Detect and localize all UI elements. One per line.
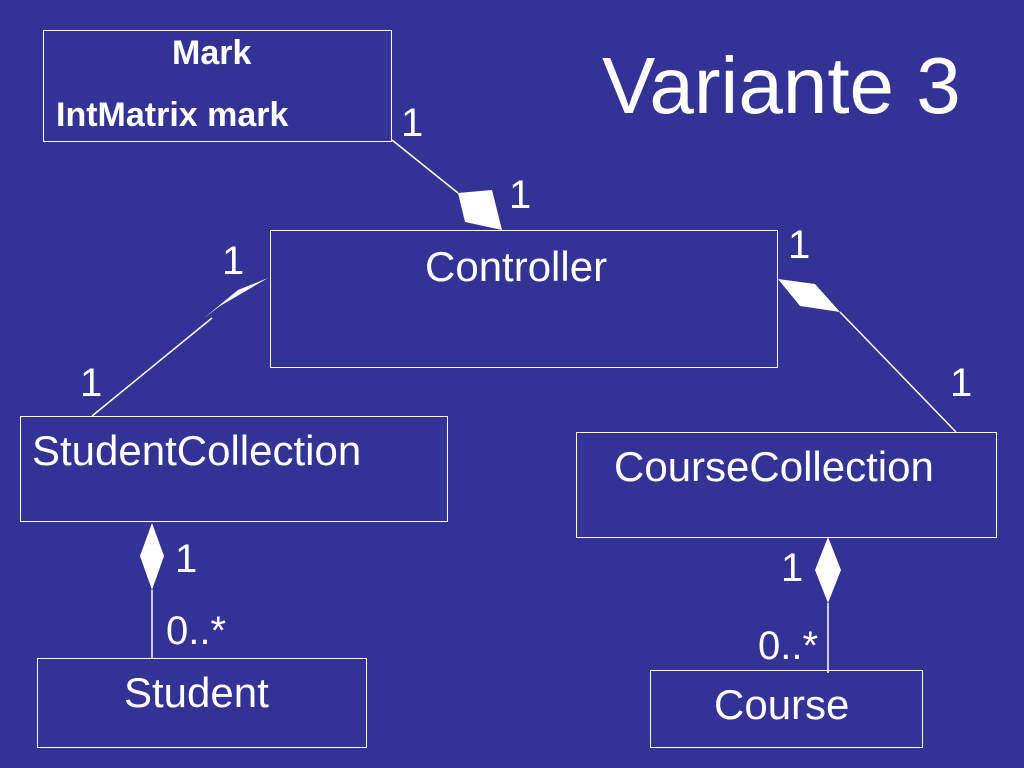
studentcollection-student-aggregation-diamond	[140, 523, 164, 590]
coursecollection-class-name: CourseCollection	[614, 443, 934, 490]
multiplicity-controller-student-side: 1	[222, 239, 245, 283]
controller-class-name: Controller	[425, 243, 608, 290]
mark-class-box: Mark IntMatrix mark	[43, 30, 392, 142]
controller-studentcollection-aggregation-diamond	[204, 278, 268, 318]
studentcollection-class-name: StudentCollection	[32, 427, 362, 474]
course-class-box: Course	[650, 670, 923, 748]
controller-class-box: Controller	[270, 230, 778, 368]
course-class-name: Course	[714, 681, 850, 728]
coursecollection-course-aggregation-diamond	[815, 537, 841, 603]
slide-title: Variante 3	[602, 41, 961, 130]
coursecollection-class-box: CourseCollection	[576, 432, 997, 538]
multiplicity-mark-side: 1	[401, 101, 424, 145]
multiplicity-coursecollection-controller-side: 1	[950, 361, 973, 405]
mark-controller-association-line	[391, 139, 459, 194]
multiplicity-controller-course-side: 1	[788, 223, 811, 267]
controller-coursecollection-association-line	[839, 311, 957, 433]
controller-coursecollection-aggregation-diamond	[778, 279, 840, 312]
multiplicity-studentcollection-controller-side: 1	[80, 361, 103, 405]
multiplicity-coursecollection-course-side: 1	[781, 546, 804, 590]
mark-controller-aggregation-diamond	[458, 190, 502, 230]
multiplicity-course-side: 0..*	[758, 624, 819, 668]
controller-studentcollection-association-line	[91, 317, 213, 417]
multiplicity-student-side: 0..*	[166, 609, 227, 653]
multiplicity-controller-mark-side: 1	[509, 173, 532, 217]
student-class-name: Student	[124, 669, 269, 716]
mark-class-attribute: IntMatrix mark	[56, 96, 289, 134]
studentcollection-class-box: StudentCollection	[20, 416, 448, 522]
mark-class-name: Mark	[172, 34, 252, 72]
multiplicity-studentcollection-student-side: 1	[175, 537, 198, 581]
student-class-box: Student	[37, 658, 367, 748]
